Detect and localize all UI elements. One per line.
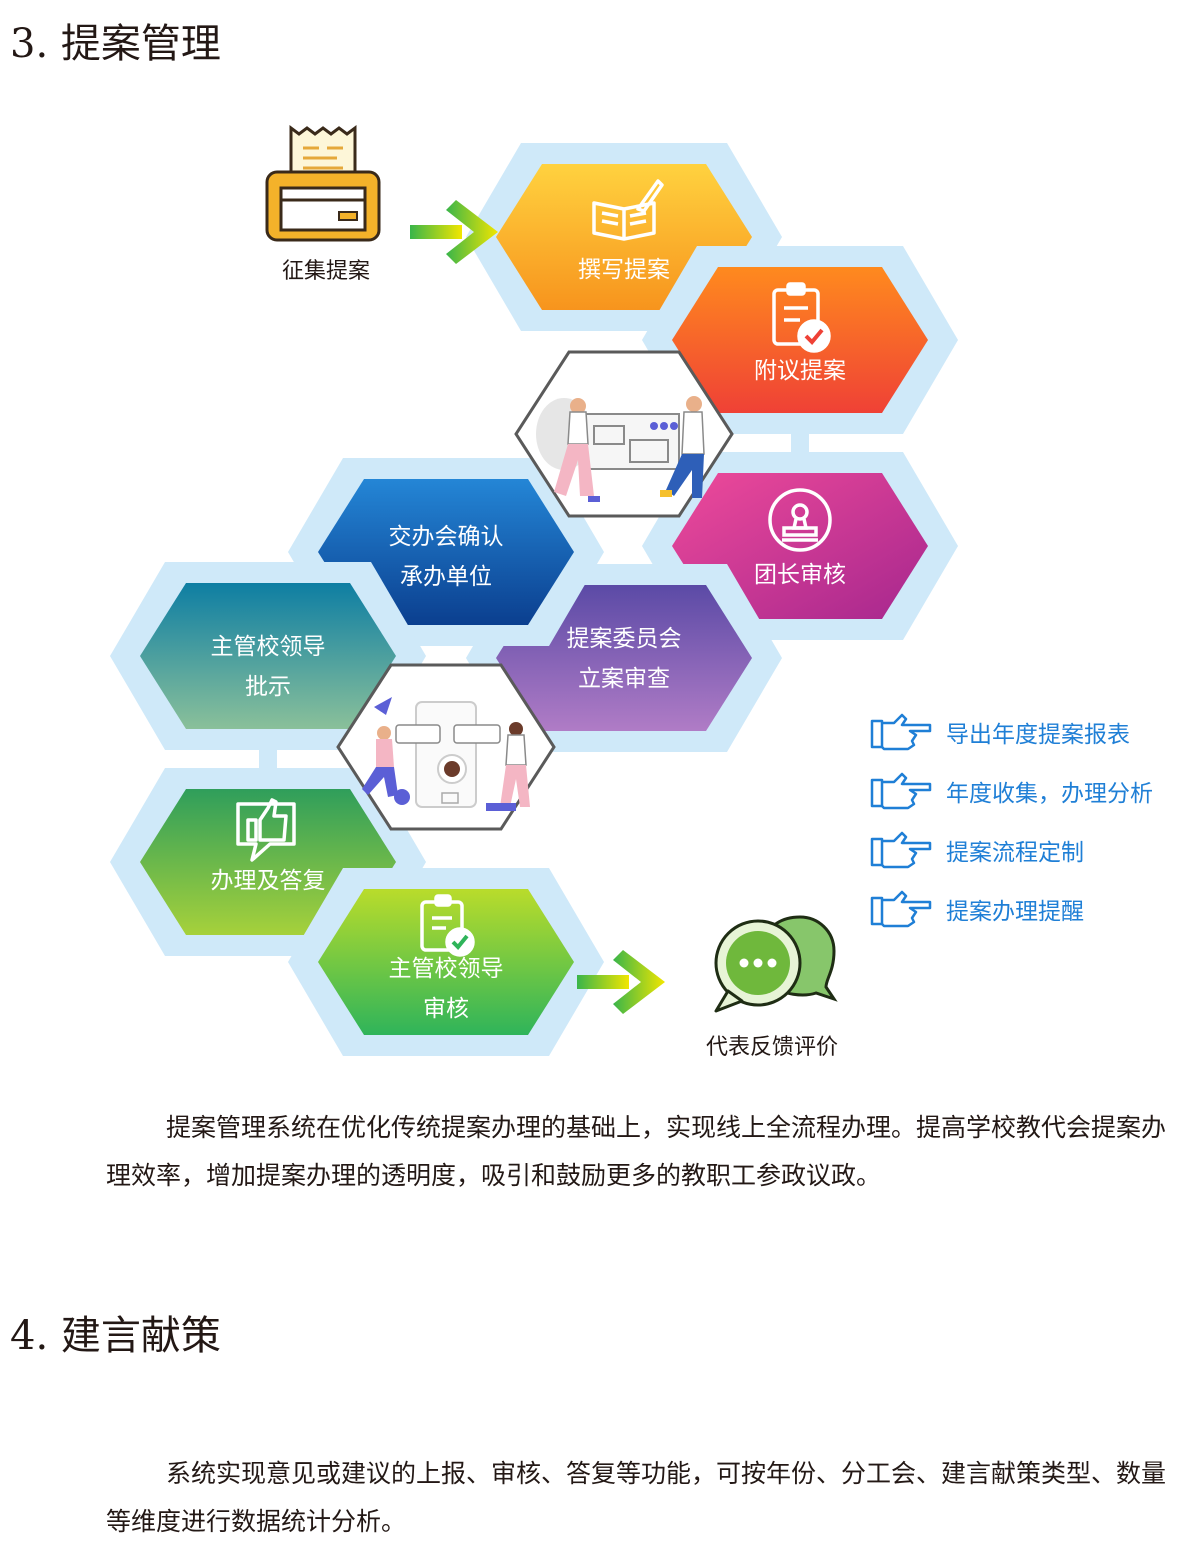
pointing-hand-icon <box>870 713 932 751</box>
feature-text: 提案办理提醒 <box>946 899 1084 925</box>
section-number: 4. <box>10 1313 49 1359</box>
section-paragraph-suggestions: 系统实现意见或建议的上报、审核、答复等功能，可按年份、分工会、建言献策类型、数量… <box>106 1450 1176 1546</box>
feature-item: 提案办理提醒 <box>870 890 1084 928</box>
start-label: 征集提案 <box>282 259 370 284</box>
hex-review: 主管校领导 审核 <box>288 868 604 1056</box>
hex-face <box>140 583 396 729</box>
avatar-face <box>444 761 460 777</box>
stamp-icon <box>768 488 832 552</box>
pointing-hand-icon <box>870 890 932 928</box>
arrow-right-icon <box>577 950 665 1014</box>
section-paragraph-proposal: 提案管理系统在优化传统提案办理的基础上，实现线上全流程办理。提高学校教代会提案办… <box>106 1104 1176 1200</box>
chat-bubbles-icon <box>714 915 838 1013</box>
hex-label: 主管校领导 <box>389 956 504 982</box>
feature-text: 提案流程定制 <box>946 840 1084 866</box>
chat-card <box>453 724 501 744</box>
paragraph-text: 提案管理系统在优化传统提案办理的基础上，实现线上全流程办理。提高学校教代会提案办… <box>106 1113 1167 1190</box>
man-figure <box>660 396 705 498</box>
section-title-proposal: 3. 提案管理 <box>10 24 221 64</box>
hex-label: 办理及答复 <box>211 868 326 894</box>
illustration-team-presenting <box>514 350 734 518</box>
feature-text: 导出年度提案报表 <box>946 722 1130 748</box>
phone-screen <box>415 701 477 808</box>
clipboard-check-icon <box>772 282 831 353</box>
hex-label: 承办单位 <box>400 564 492 590</box>
section-number: 3. <box>10 21 49 67</box>
book-quill-icon <box>592 179 664 241</box>
dot-icon <box>650 422 658 430</box>
end-label: 代表反馈评价 <box>706 1035 838 1060</box>
hex-label: 提案委员会 <box>567 626 682 652</box>
pointing-hand-icon <box>870 831 932 869</box>
person-figure <box>362 726 410 805</box>
board-card <box>593 425 625 445</box>
paper-plane-icon <box>374 697 392 715</box>
woman-figure <box>554 398 600 502</box>
end-node: 代表反馈评价 <box>706 915 838 1060</box>
hex-face <box>318 889 574 1035</box>
hex-label: 批示 <box>245 674 291 700</box>
board-card <box>629 439 669 463</box>
dot-icon <box>660 422 668 430</box>
feature-item: 年度收集，办理分析 <box>870 772 1153 810</box>
chat-card <box>395 724 441 744</box>
feature-list: 导出年度提案报表 年度收集，办理分析 提案流程定制 提案办理提醒 <box>870 713 1153 928</box>
hex-label: 附议提案 <box>754 358 846 384</box>
printer-receipt-icon <box>265 125 381 242</box>
feature-item: 提案流程定制 <box>870 831 1084 869</box>
hex-label: 团长审核 <box>754 562 846 588</box>
feature-item: 导出年度提案报表 <box>870 713 1130 751</box>
pointing-hand-icon <box>870 772 932 810</box>
arrow-right-icon <box>410 200 498 264</box>
envelope-icon <box>441 792 459 804</box>
hex-label: 审核 <box>423 996 469 1022</box>
proposal-flow-diagram: 撰写提案 附议提案 团长审核 提案委员会 立案审查 <box>110 125 1153 1060</box>
section-title-suggestions: 4. 建言献策 <box>10 1316 221 1356</box>
hex-label: 主管校领导 <box>211 634 326 660</box>
dot-icon <box>670 422 678 430</box>
hex-label: 交办会确认 <box>389 524 504 550</box>
paragraph-text: 系统实现意见或建议的上报、审核、答复等功能，可按年份、分工会、建言献策类型、数量… <box>106 1459 1167 1536</box>
hex-second: 附议提案 <box>642 246 958 434</box>
hex-label: 撰写提案 <box>578 257 670 283</box>
feature-text: 年度收集，办理分析 <box>946 781 1153 807</box>
clipboard-check-icon <box>420 894 475 957</box>
illustration-contact-card <box>336 663 556 831</box>
hex-approve: 主管校领导 批示 <box>110 562 426 750</box>
section-title-text: 建言献策 <box>60 1313 221 1359</box>
start-node: 征集提案 <box>265 125 381 284</box>
section-title-text: 提案管理 <box>60 21 221 67</box>
person-figure <box>486 722 530 811</box>
hex-label: 立案审查 <box>578 666 670 692</box>
thumbs-up-icon <box>236 798 296 862</box>
